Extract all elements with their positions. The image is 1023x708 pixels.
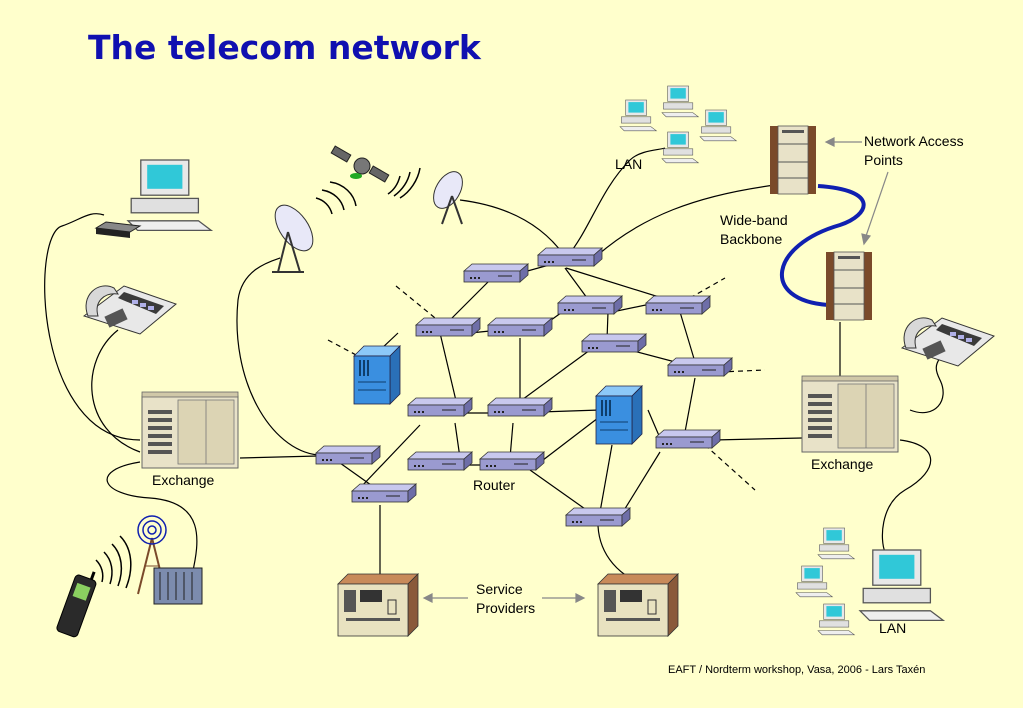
satellite-icon	[330, 145, 390, 183]
computer-icon	[661, 85, 699, 118]
service-providers-label-line2: Providers	[476, 600, 536, 616]
computer-icon	[795, 565, 833, 598]
computer-icon	[127, 159, 212, 232]
signal-waves-icon	[315, 167, 421, 215]
switch-rack-icon	[595, 385, 643, 445]
telephone-icon	[83, 285, 177, 335]
router-icon	[463, 263, 529, 283]
router-icon	[407, 451, 473, 471]
satellite-dish-icon	[272, 204, 314, 273]
switch-rack-icon	[353, 345, 401, 405]
wideband-label-line1: Wide-band	[720, 212, 788, 228]
wideband-label-line2: Backbone	[720, 231, 783, 247]
exchange-right-icon	[801, 375, 899, 453]
router-icon	[351, 483, 417, 503]
annotation-arrows	[422, 137, 889, 603]
network-access-point-icon	[825, 251, 873, 321]
router-icon	[565, 507, 631, 527]
lan-top-label: LAN	[615, 156, 643, 172]
router-icon	[537, 247, 603, 267]
router-icon	[407, 397, 473, 417]
network-access-point-icon	[769, 125, 817, 195]
satellite-dish-icon	[433, 171, 463, 225]
dashed-lines	[327, 277, 766, 491]
router-icon	[315, 445, 381, 465]
computer-icon	[817, 603, 855, 636]
lan-bottom-label: LAN	[879, 620, 907, 636]
router-icon	[581, 333, 647, 353]
router-icon	[487, 317, 553, 337]
telephone-icon	[901, 317, 995, 367]
radio-waves-icon	[95, 535, 132, 589]
router-icon	[645, 295, 711, 315]
router-icon	[415, 317, 481, 337]
exchange-left-icon	[141, 391, 239, 469]
service-provider-icon	[337, 573, 419, 637]
router-icon	[655, 429, 721, 449]
router-icon	[667, 357, 733, 377]
computer-icon	[859, 549, 945, 622]
wideband-backbone-line	[779, 184, 866, 307]
router-icon	[557, 295, 623, 315]
service-providers-label-line1: Service	[476, 581, 523, 597]
computer-icon	[817, 527, 855, 560]
exchange-left-label: Exchange	[152, 472, 215, 488]
footer-credit: EAFT / Nordterm workshop, Vasa, 2006 - L…	[668, 664, 926, 676]
page-title: The telecom network	[88, 28, 481, 67]
router-icon	[487, 397, 553, 417]
nap-label-line2: Points	[864, 152, 903, 168]
computer-icon	[661, 131, 699, 164]
service-provider-icon	[597, 573, 679, 637]
nap-label-line1: Network Access	[864, 133, 964, 149]
computer-icon	[619, 99, 657, 132]
modem-icon	[94, 221, 142, 238]
router-icon	[479, 451, 545, 471]
computer-icon	[699, 109, 737, 142]
mobile-phone-icon	[56, 571, 97, 638]
base-station-icon	[153, 567, 203, 605]
exchange-right-label: Exchange	[811, 456, 874, 472]
router-label: Router	[473, 477, 516, 493]
